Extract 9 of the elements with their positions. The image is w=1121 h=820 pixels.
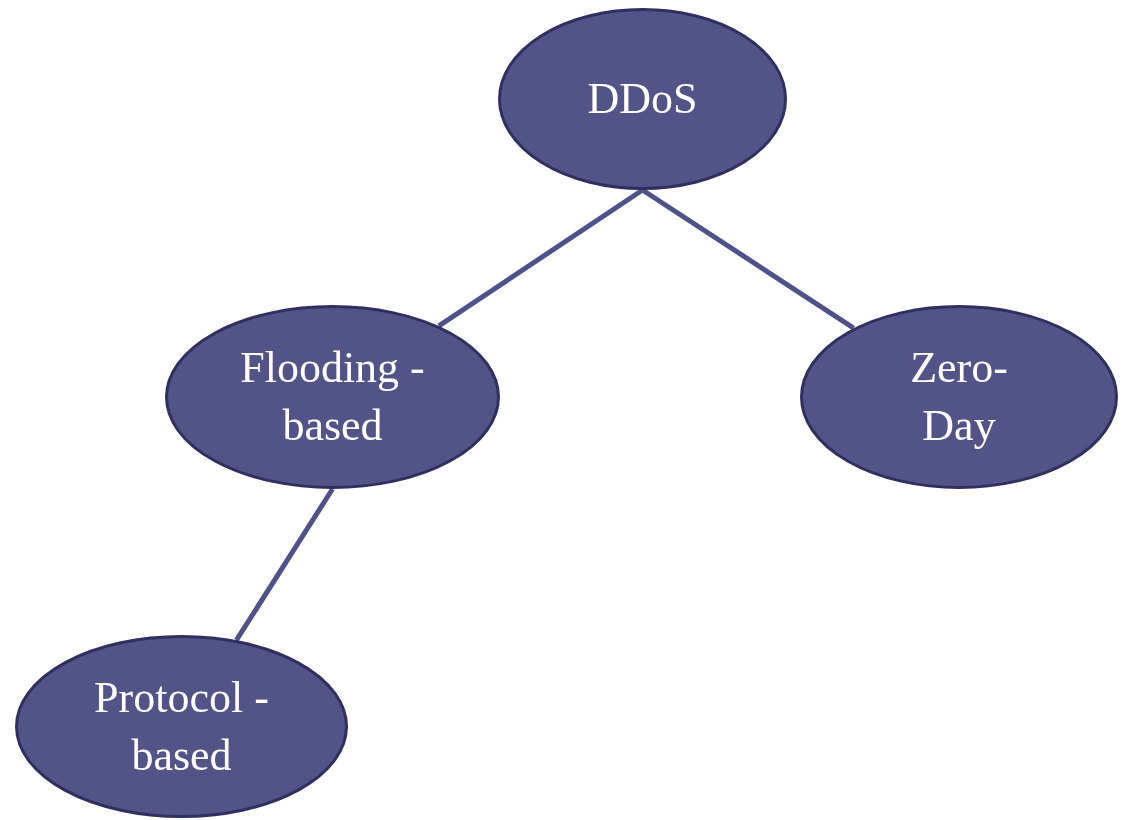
node-label: Flooding -based <box>239 342 426 452</box>
connector-line <box>234 487 335 642</box>
ellipse-node <box>800 305 1118 489</box>
node-label: Protocol -based <box>93 671 270 782</box>
node-label: DDoS <box>586 73 699 125</box>
ellipse-node <box>15 635 348 818</box>
ellipse-node <box>165 305 500 489</box>
node-label: Zero- Day <box>909 342 1009 452</box>
ellipse-node <box>498 8 787 190</box>
